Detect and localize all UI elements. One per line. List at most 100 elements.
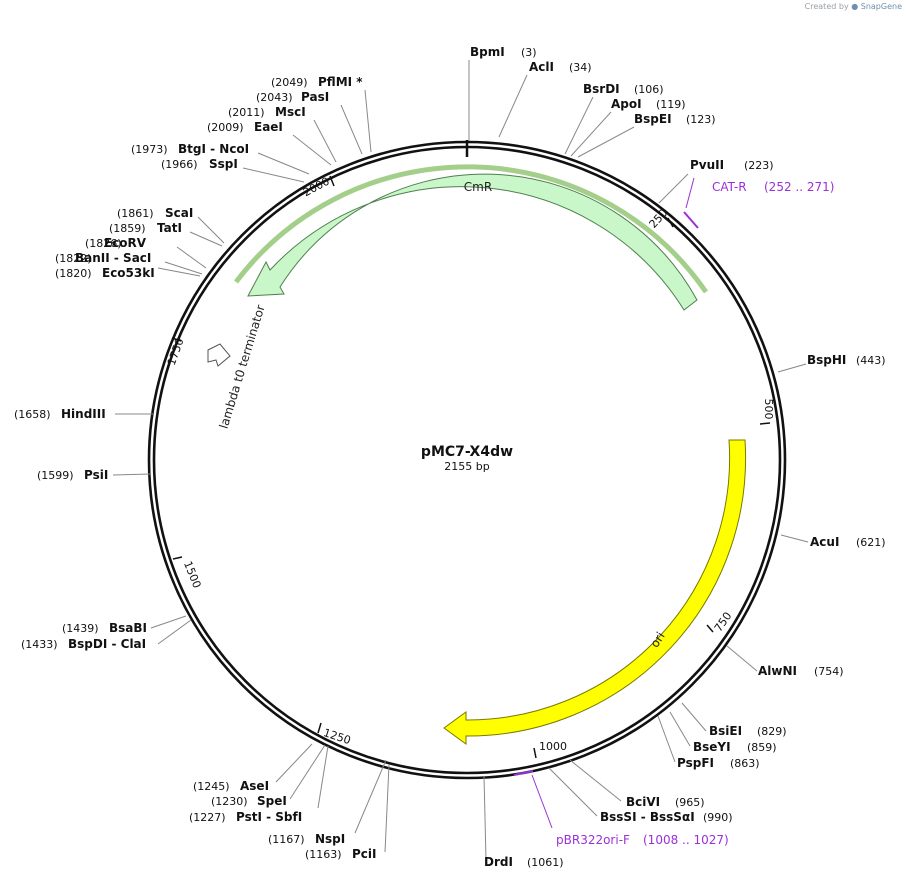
leader-line-drdi <box>483 775 487 861</box>
tick-mark-500 <box>759 422 771 425</box>
cmr-label: CmR <box>464 180 492 194</box>
site-name-eaei: EaeI <box>254 120 283 134</box>
site-name-msci: MscI <box>275 105 306 119</box>
leader-line-eaei <box>292 134 332 166</box>
site-name-sspi: SspI <box>209 157 238 171</box>
site-pos-pflmi: (2049) <box>271 76 308 89</box>
tick-mark-1750 <box>171 337 182 342</box>
site-pos-pvuii: (223) <box>744 159 774 172</box>
site-leader-lines <box>112 60 809 861</box>
site-pos-acui: (621) <box>856 536 886 549</box>
site-pos-alwni: (754) <box>814 665 844 678</box>
site-name-spei: SpeI <box>257 794 287 808</box>
site-pos-eaei: (2009) <box>207 121 244 134</box>
site-name-ecorv: EcoRV <box>104 236 147 250</box>
site-pos-bsphi: (443) <box>856 354 886 367</box>
site-pos-bpmi: (3) <box>521 46 537 59</box>
pbr322ori-f-primer-mark <box>513 770 534 776</box>
pbr322ori-f-primer-range: (1008 .. 1027) <box>643 833 729 847</box>
site-name-btgi-ncoi: BtgI - NcoI <box>178 142 249 156</box>
leader-line-spei <box>289 744 326 800</box>
snapgene-logo: ● SnapGene <box>851 2 902 11</box>
leader-line-bsssi-bsss-i <box>548 767 598 817</box>
leader-line-apoi <box>570 111 612 157</box>
site-labels: BpmI(3)AclI(34)BsrDI(106)ApoI(119)BspEI(… <box>14 45 886 869</box>
cmr-feature-arrow <box>234 164 709 294</box>
site-pos-bsiei: (829) <box>757 725 787 738</box>
site-name-bseyi: BseYI <box>693 740 731 754</box>
tick-mark-1500 <box>172 556 183 560</box>
leader-line-bcivi <box>569 759 622 802</box>
tick-label-2000: 2000 <box>301 175 332 200</box>
site-pos-acli: (34) <box>569 61 592 74</box>
site-pos-apoi: (119) <box>656 98 686 111</box>
snapgene-credit: Created by ● SnapGene <box>805 2 902 11</box>
tick-mark-1250 <box>317 722 322 734</box>
leader-line-pvuii <box>658 173 689 204</box>
site-name-tati: TatI <box>157 221 182 235</box>
site-pos-tati: (1859) <box>109 222 146 235</box>
site-name-pflmi: PflMI * <box>318 75 363 89</box>
site-name-asei: AseI <box>240 779 269 793</box>
pbr322ori-f-primer-name: pBR322ori-F <box>556 833 630 847</box>
cat-r-primer-leader <box>685 177 695 209</box>
leader-line-bsrdi <box>564 96 594 155</box>
tick-label-250: 250 <box>647 207 671 231</box>
credit-prefix: Created by <box>804 2 849 11</box>
tick-label-750: 750 <box>712 610 735 635</box>
scale-ticks <box>171 175 771 759</box>
site-name-alwni: AlwNI <box>758 664 797 678</box>
site-pos-bsssi-bsss-i: (990) <box>703 811 733 824</box>
leader-line-nspi <box>354 759 387 834</box>
leader-line-banii-saci <box>164 261 203 275</box>
site-name-bpmi: BpmI <box>470 45 505 59</box>
site-name-hindiii: HindIII <box>61 407 106 421</box>
site-name-bsiei: BsiEI <box>709 724 742 738</box>
site-name-acui: AcuI <box>810 535 839 549</box>
tick-mark-1000 <box>533 747 537 759</box>
site-name-acli: AclI <box>529 60 554 74</box>
leader-line-acui <box>780 534 809 543</box>
site-name-bsphi: BspHI <box>807 353 846 367</box>
site-pos-bseyi: (859) <box>747 741 777 754</box>
site-name-pspfi: PspFI <box>677 756 714 770</box>
leader-line-btgi-ncoi <box>257 152 310 175</box>
site-name-pvuii: PvuII <box>690 158 724 172</box>
tick-mark-250 <box>667 217 674 228</box>
leader-line-ecorv <box>176 246 207 269</box>
leader-line-pspfi <box>657 715 676 763</box>
tick-label-1000: 1000 <box>539 740 567 753</box>
cat-r-primer-name: CAT-R <box>712 180 747 194</box>
leader-line-asei <box>275 743 313 783</box>
site-pos-nspi: (1167) <box>268 833 305 846</box>
leader-line-msci <box>313 119 337 163</box>
tick-mark-2000 <box>329 175 335 187</box>
site-pos-scai: (1861) <box>117 207 154 220</box>
site-pos-psti-sbfi: (1227) <box>189 811 226 824</box>
tick-label-1500: 1500 <box>181 559 204 590</box>
site-name-bsabi: BsaBI <box>109 621 147 635</box>
pbr322ori-f-primer-leader <box>531 774 553 829</box>
leader-line-psti-sbfi <box>317 745 329 809</box>
leader-line-bspdi-clai <box>157 619 192 645</box>
site-name-apoi: ApoI <box>611 97 642 111</box>
site-pos-hindiii: (1658) <box>14 408 51 421</box>
tick-label-1750: 1750 <box>165 336 187 367</box>
site-name-bsrdi: BsrDI <box>583 82 620 96</box>
leader-line-eco53ki <box>157 267 201 277</box>
leader-line-bsiei <box>681 702 707 732</box>
leader-line-bseyi <box>669 711 691 747</box>
site-pos-spei: (1230) <box>211 795 248 808</box>
leader-line-pflmi <box>364 89 372 153</box>
leader-line-acli <box>498 74 528 138</box>
leader-line-bsabi <box>150 615 187 629</box>
site-pos-banii-saci: (1822) <box>55 252 92 265</box>
site-pos-pspfi: (863) <box>730 757 760 770</box>
site-pos-bspdi-clai: (1433) <box>21 638 58 651</box>
ori-feature-body <box>443 439 747 745</box>
site-pos-msci: (2011) <box>228 106 265 119</box>
site-pos-drdi: (1061) <box>527 856 564 869</box>
plasmid-length: 2155 bp <box>444 460 489 473</box>
